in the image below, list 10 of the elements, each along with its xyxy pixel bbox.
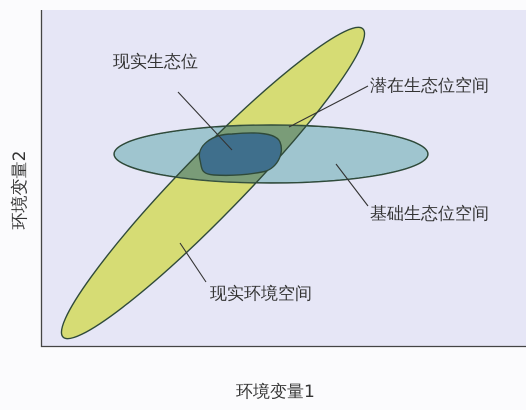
callout-label: 潜在生态位空间 xyxy=(370,76,489,96)
callout-label: 基础生态位空间 xyxy=(370,204,489,224)
leader-line xyxy=(180,242,206,282)
leader-line xyxy=(288,86,368,128)
realized-niche-blob xyxy=(198,132,282,176)
callout-label: 现实环境空间 xyxy=(210,284,312,304)
callout-label: 现实生态位 xyxy=(113,52,198,72)
leader-line xyxy=(336,164,368,206)
axis-label: 环境变量2 xyxy=(10,150,30,232)
axis-label: 环境变量1 xyxy=(236,382,315,402)
